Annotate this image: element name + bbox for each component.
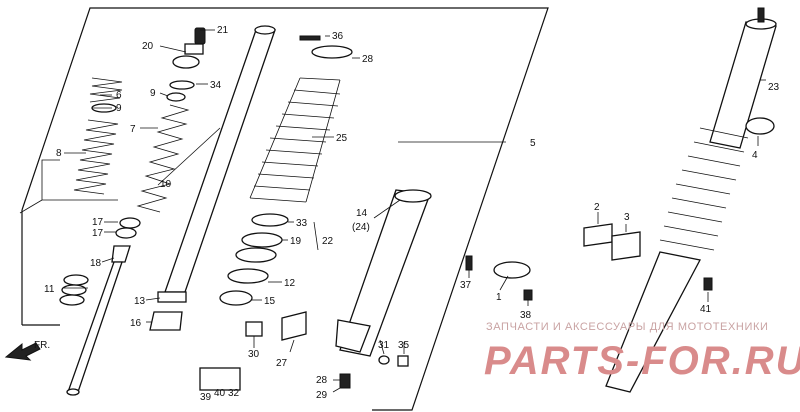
label-32: 32 — [228, 388, 240, 399]
label-10: 10 — [160, 179, 172, 190]
watermark: ЗАПЧАСТИ И АКСЕССУАРЫ ДЛЯ МОТОТЕХНИКИ PA… — [484, 321, 800, 383]
clamp-28 — [311, 45, 353, 59]
label-35: 35 — [398, 340, 410, 351]
bolt-37 — [465, 255, 473, 271]
cap-bolt-20 — [172, 43, 204, 69]
label-21: 21 — [217, 25, 229, 36]
label-40: 40 — [214, 388, 226, 399]
seal-19 — [241, 232, 283, 248]
label-27: 27 — [276, 358, 288, 369]
label-17b: 17 — [92, 228, 104, 239]
bolt-36 — [299, 35, 321, 41]
label-6: 6 — [116, 90, 122, 101]
label-9b: 9 — [116, 103, 122, 114]
label-18: 18 — [90, 258, 102, 269]
label-30: 30 — [248, 349, 260, 360]
label-16: 16 — [130, 318, 142, 329]
washer-12 — [227, 268, 269, 284]
watermark-tagline: ЗАПЧАСТИ И АКСЕССУАРЫ ДЛЯ МОТОТЕХНИКИ — [486, 321, 768, 333]
label-3: 3 — [624, 212, 630, 223]
bracket-2 — [583, 223, 613, 247]
bushing-16 — [149, 311, 183, 331]
label-7: 7 — [130, 124, 136, 135]
group-brackets — [19, 159, 118, 214]
label-23: 23 — [768, 82, 780, 93]
spring-8 — [73, 119, 119, 195]
label-28b: 28 — [316, 375, 328, 386]
washer-31 — [378, 355, 390, 365]
label-4: 4 — [752, 150, 758, 161]
leader-lines — [64, 29, 766, 393]
bolt-35 — [397, 355, 409, 367]
bracket-3 — [611, 231, 641, 261]
label-33: 33 — [296, 218, 308, 229]
assembled-fork-23 — [605, 7, 777, 393]
bolt-38 — [523, 289, 533, 301]
watermark-brand: PARTS-FOR.RU — [484, 339, 800, 383]
label-12: 12 — [284, 278, 296, 289]
label-1: 1 — [496, 292, 502, 303]
spring-6 — [89, 77, 123, 103]
seal-33 — [251, 213, 289, 227]
label-5: 5 — [530, 138, 536, 149]
fork-slider-14 — [335, 189, 432, 357]
label-31: 31 — [378, 340, 390, 351]
label-13: 13 — [134, 296, 146, 307]
label-9a: 9 — [150, 88, 156, 99]
bushing-13 — [157, 291, 187, 303]
label-41: 41 — [700, 304, 712, 315]
label-14b: (24) — [352, 222, 370, 233]
clamp-1 — [493, 261, 531, 279]
bolt-41 — [703, 277, 713, 291]
label-14: 14 — [356, 208, 368, 219]
spring-11 — [59, 274, 89, 306]
label-39: 39 — [200, 392, 212, 403]
clamp-4 — [745, 117, 775, 135]
label-22: 22 — [322, 236, 334, 247]
front-label: FR. — [34, 340, 50, 351]
exploded-view-frame — [21, 7, 549, 411]
label-28a: 28 — [362, 54, 374, 65]
label-38: 38 — [520, 310, 532, 321]
spring-7 — [136, 104, 190, 213]
seal-22 — [235, 247, 277, 263]
label-19: 19 — [290, 236, 302, 247]
part-labels: 21 20 34 9 7 6 9 8 10 17 17 18 11 13 16 … — [44, 25, 780, 403]
front-direction-arrow: FR. — [4, 340, 50, 361]
small-parts-39-40-32 — [199, 367, 241, 391]
nut-30 — [245, 321, 263, 337]
label-25: 25 — [336, 133, 348, 144]
damper-rod-18 — [66, 245, 131, 396]
ring-17 — [115, 227, 137, 239]
label-37: 37 — [460, 280, 472, 291]
label-11: 11 — [44, 284, 55, 295]
washer-17 — [119, 217, 141, 229]
axle-holder-27 — [281, 311, 307, 341]
oil-seal-15 — [219, 290, 253, 306]
label-17a: 17 — [92, 217, 104, 228]
washer-9 — [166, 92, 186, 102]
dust-boot-25 — [249, 77, 341, 203]
o-ring-34 — [169, 80, 195, 90]
label-8: 8 — [56, 148, 62, 159]
label-29: 29 — [316, 390, 328, 401]
label-20: 20 — [142, 41, 154, 52]
label-34: 34 — [210, 80, 222, 91]
label-36: 36 — [332, 31, 344, 42]
bolt-29 — [339, 373, 351, 389]
label-2: 2 — [594, 202, 600, 213]
label-15: 15 — [264, 296, 276, 307]
